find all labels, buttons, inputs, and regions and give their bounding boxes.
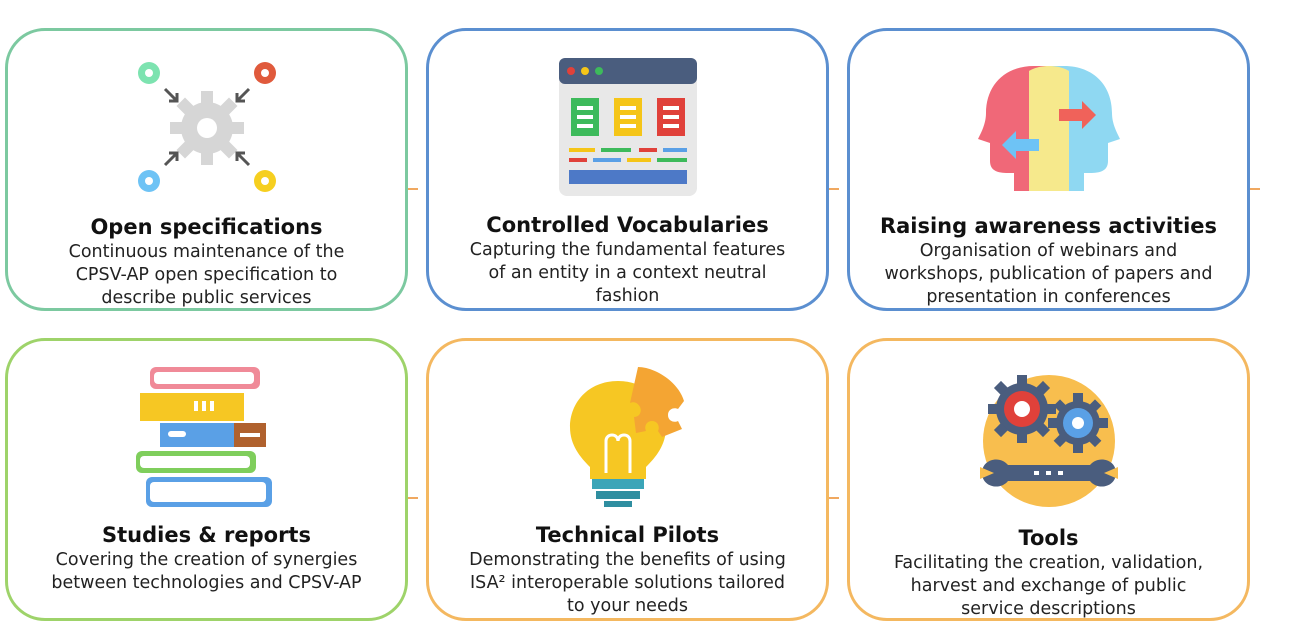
desc-line: CPSV-AP open specification to (75, 265, 338, 285)
card-title: Controlled Vocabularies (486, 213, 769, 237)
card-title: Tools (1018, 526, 1079, 550)
card-open-specifications: Open specifications Continuous maintenan… (5, 28, 408, 311)
desc-line: Capturing the fundamental features (469, 240, 786, 260)
heads-exchange-icon (977, 66, 1120, 191)
desc-line: harvest and exchange of public (910, 576, 1187, 596)
card-description: Covering the creation of synergies betwe… (14, 549, 399, 595)
desc-line: Facilitating the creation, validation, (893, 553, 1204, 573)
card-description: Demonstrating the benefits of using ISA²… (435, 549, 820, 618)
card-description: Facilitating the creation, validation, h… (856, 552, 1241, 621)
card-tools: Tools Facilitating the creation, validat… (847, 338, 1250, 621)
card-raising-awareness: Raising awareness activities Organisatio… (847, 28, 1250, 311)
browser-window-icon (558, 58, 697, 196)
card-studies-reports: Studies & reports Covering the creation … (5, 338, 408, 621)
card-title: Studies & reports (102, 523, 311, 547)
connector-tick (829, 497, 839, 499)
desc-line: fashion (595, 286, 660, 306)
desc-line: between technologies and CPSV-AP (51, 573, 362, 593)
gears-wrench-icon (979, 375, 1118, 507)
desc-line: workshops, publication of papers and (884, 264, 1213, 284)
card-controlled-vocabularies: Controlled Vocabularies Capturing the fu… (426, 28, 829, 311)
desc-line: Covering the creation of synergies (55, 550, 358, 570)
connector-tick (1250, 188, 1260, 190)
card-title: Technical Pilots (535, 523, 720, 547)
lightbulb-puzzle-icon (569, 367, 684, 507)
desc-line: Demonstrating the benefits of using (469, 550, 786, 570)
card-description: Capturing the fundamental features of an… (435, 239, 820, 308)
card-title: Open specifications (90, 215, 323, 239)
card-title: Raising awareness activities (879, 214, 1218, 238)
desc-line: service descriptions (961, 599, 1136, 619)
books-stack-icon (135, 367, 272, 507)
card-description: Continuous maintenance of the CPSV-AP op… (14, 241, 399, 310)
desc-line: ISA² interoperable solutions tailored (469, 573, 786, 593)
desc-line: to your needs (567, 596, 688, 616)
desc-line: Organisation of webinars and (919, 241, 1178, 261)
connector-tick (408, 497, 418, 499)
desc-line: Continuous maintenance of the (68, 242, 345, 262)
desc-line: presentation in conferences (926, 287, 1171, 307)
card-description: Organisation of webinars and workshops, … (856, 240, 1241, 309)
connector-tick (408, 188, 418, 190)
desc-line: of an entity in a context neutral (488, 263, 767, 283)
card-technical-pilots: Technical Pilots Demonstrating the benef… (426, 338, 829, 621)
desc-line: describe public services (101, 288, 312, 308)
connector-tick (829, 188, 839, 190)
gear-network-icon (137, 62, 276, 192)
